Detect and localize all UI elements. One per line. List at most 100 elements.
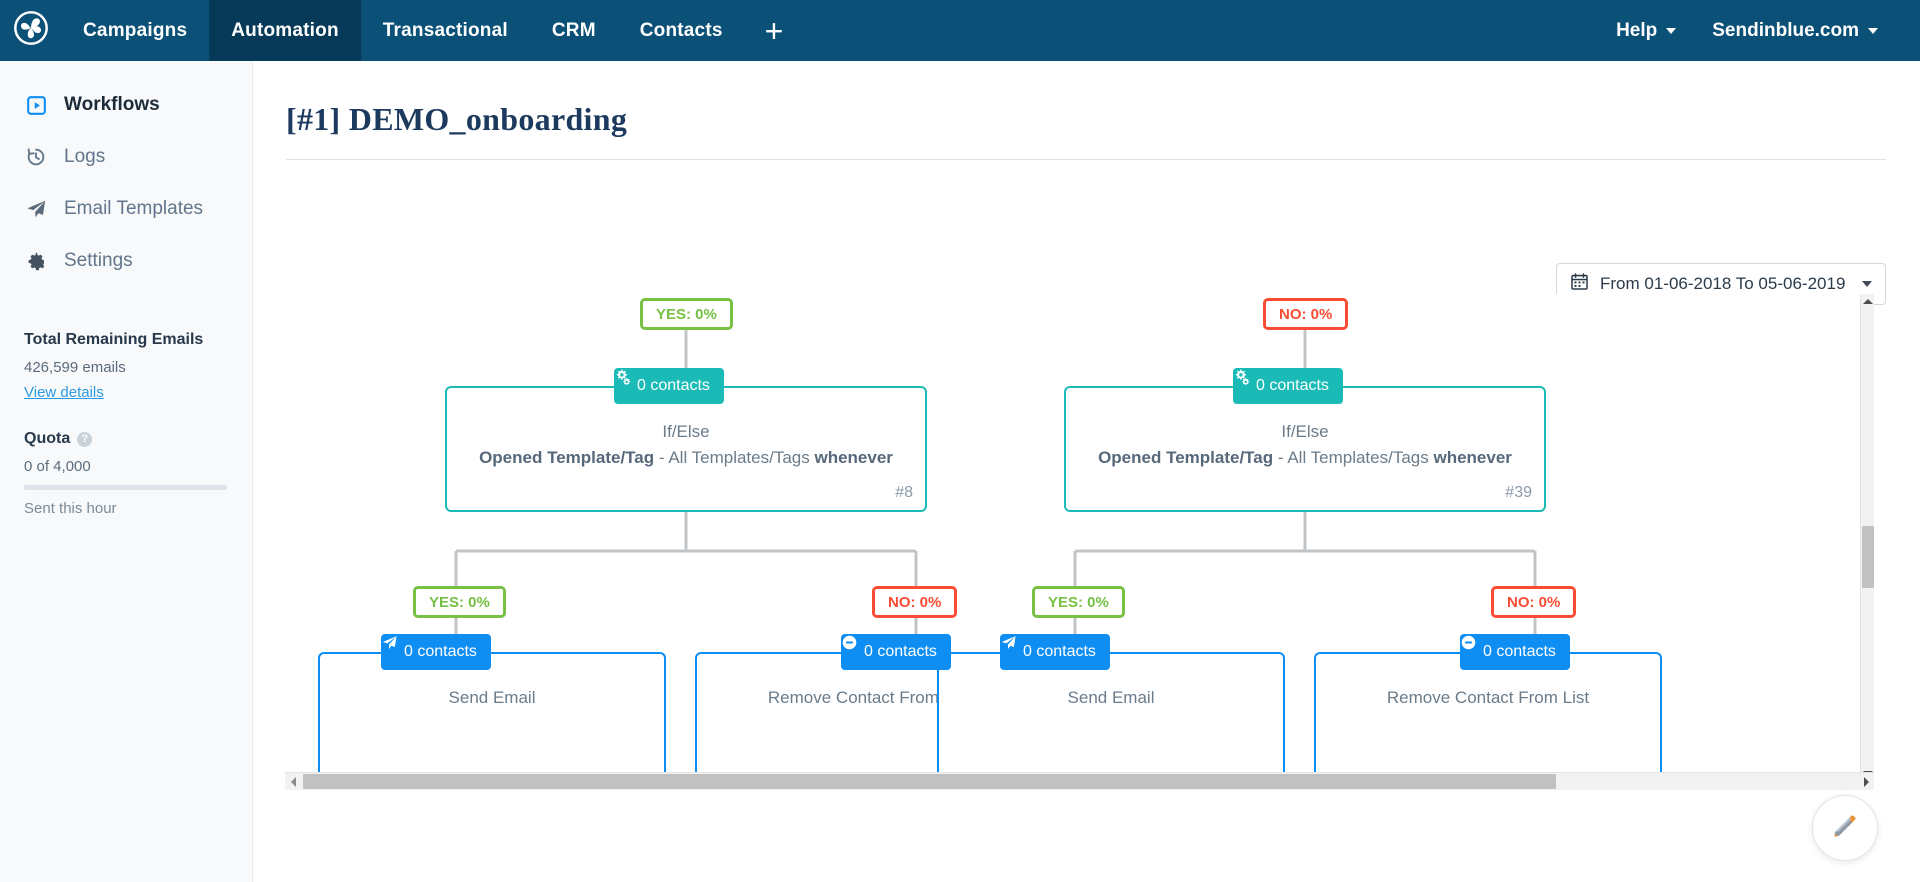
sidebar-item-label: Workflows	[64, 94, 160, 115]
sidebar-item-email-templates[interactable]: Email Templates	[0, 183, 252, 235]
caret-down-icon	[1862, 281, 1872, 287]
sendinblue-logo[interactable]	[0, 0, 61, 61]
contacts-count-label: 0 contacts	[864, 643, 937, 660]
help-menu[interactable]: Help	[1598, 0, 1694, 61]
node-contacts-chip[interactable]: 0 contacts	[1000, 634, 1110, 670]
node-desc-bold-1: Opened Template/Tag	[1098, 448, 1274, 467]
sidebar-item-label: Settings	[64, 250, 133, 271]
remaining-emails-value: 426,599 emails	[24, 359, 126, 376]
workflow-node-remove-contact[interactable]: Remove Contact From List	[1314, 652, 1662, 780]
vertical-scrollbar-thumb[interactable]	[1862, 526, 1874, 588]
workflow-node-ifelse[interactable]: If/Else Opened Template/Tag - All Templa…	[1064, 386, 1546, 512]
workflow-node-send-email[interactable]: Send Email	[937, 652, 1285, 780]
workflow-canvas-viewport[interactable]: YES: 0% If/Else Opened Template/Tag - Al…	[285, 294, 1874, 780]
question-mark-icon[interactable]: ?	[77, 431, 93, 447]
node-contacts-chip[interactable]: 0 contacts	[1233, 368, 1343, 404]
node-body: Remove Contact From List	[697, 654, 1041, 708]
node-type-label: Remove Contact From List	[767, 688, 971, 707]
gear-icon	[24, 249, 48, 273]
history-icon	[24, 145, 48, 169]
scroll-left-button[interactable]	[285, 773, 301, 790]
sidebar-item-label: Email Templates	[64, 198, 204, 219]
paper-plane-icon	[24, 197, 48, 221]
sidebar-divider-space	[0, 287, 252, 313]
contacts-count-label: 0 contacts	[404, 643, 477, 660]
title-divider	[286, 159, 1886, 160]
add-icon[interactable]: +	[764, 12, 784, 49]
quota-progress-bar	[24, 485, 227, 490]
quota-heading: Quota ?	[24, 430, 228, 448]
node-desc-bold-2: whenever	[1433, 448, 1512, 467]
contacts-count-label: 0 contacts	[1483, 643, 1556, 660]
branch-badge-no[interactable]: NO: 0%	[1491, 586, 1577, 618]
node-type-label: Send Email	[1067, 688, 1155, 707]
scroll-up-button[interactable]	[1861, 294, 1875, 308]
edit-workflow-fab[interactable]	[1812, 795, 1878, 861]
triangle-left-icon	[290, 776, 296, 787]
play-box-icon	[24, 93, 48, 117]
sidebar-item-logs[interactable]: Logs	[0, 131, 252, 183]
node-body: If/Else Opened Template/Tag - All Templa…	[447, 388, 925, 470]
node-description: Opened Template/Tag - All Templates/Tags…	[447, 447, 925, 470]
workflow-connectors	[454, 330, 1537, 652]
chevron-down-icon	[1868, 27, 1878, 34]
node-body: If/Else Opened Template/Tag - All Templa…	[1066, 388, 1544, 470]
nav-item-transactional[interactable]: Transactional	[382, 19, 508, 41]
horizontal-scrollbar-thumb[interactable]	[303, 774, 1556, 789]
node-contacts-chip[interactable]: 0 contacts	[614, 368, 724, 404]
contacts-count-label: 0 contacts	[1023, 643, 1096, 660]
contacts-count-label: 0 contacts	[1256, 377, 1329, 394]
node-description: Opened Template/Tag - All Templates/Tags…	[1066, 447, 1544, 470]
node-desc-mid: - All Templates/Tags	[654, 448, 815, 467]
branch-badge-no[interactable]: NO: 0%	[872, 586, 958, 618]
branch-badge-no[interactable]: NO: 0%	[1263, 298, 1349, 330]
triangle-right-icon	[1863, 776, 1869, 787]
node-id-label: #39	[1505, 484, 1532, 501]
workflow-node-ifelse[interactable]: If/Else Opened Template/Tag - All Templa…	[445, 386, 927, 512]
date-range-label: From 01-06-2018 To 05-06-2019	[1600, 274, 1846, 293]
node-body: Remove Contact From List	[1316, 654, 1660, 708]
node-contacts-chip[interactable]: 0 contacts	[1460, 634, 1570, 670]
sendinblue-logo-icon	[12, 9, 50, 52]
sidebar-item-settings[interactable]: Settings	[0, 235, 252, 287]
node-body: Send Email	[320, 654, 664, 708]
node-desc-bold-1: Opened Template/Tag	[479, 448, 655, 467]
node-type-label: If/Else	[1281, 422, 1329, 441]
branch-badge-yes[interactable]: YES: 0%	[640, 298, 733, 330]
remaining-emails-block: Total Remaining Emails 426,599 emails Vi…	[0, 331, 252, 402]
sidebar: Workflows Logs Email Templates Settings	[0, 61, 253, 882]
workflow-node-send-email[interactable]: Send Email	[318, 652, 666, 780]
branch-badge-yes[interactable]: YES: 0%	[1032, 586, 1125, 618]
node-contacts-chip[interactable]: 0 contacts	[381, 634, 491, 670]
workflow-canvas[interactable]: YES: 0% If/Else Opened Template/Tag - Al…	[285, 294, 1874, 780]
branch-badge-yes[interactable]: YES: 0%	[413, 586, 506, 618]
pencil-icon	[1831, 812, 1859, 845]
top-navigation-bar: Campaigns Automation Transactional CRM C…	[0, 0, 1920, 61]
quota-block: Quota ? 0 of 4,000 Sent this hour	[0, 430, 252, 517]
node-contacts-chip[interactable]: 0 contacts	[841, 634, 951, 670]
canvas-horizontal-scrollbar[interactable]	[285, 772, 1874, 790]
node-desc-bold-2: whenever	[814, 448, 893, 467]
chevron-down-icon	[1666, 27, 1677, 34]
quota-footer-label: Sent this hour	[24, 500, 117, 517]
node-id-label: #8	[895, 484, 913, 501]
help-label: Help	[1616, 19, 1658, 41]
nav-item-automation[interactable]: Automation	[209, 0, 361, 61]
nav-item-contacts[interactable]: Contacts	[639, 19, 723, 41]
nav-item-crm[interactable]: CRM	[551, 19, 596, 41]
quota-value: 0 of 4,000	[24, 458, 91, 475]
sidebar-item-label: Logs	[64, 146, 106, 167]
remaining-emails-heading: Total Remaining Emails	[24, 331, 204, 348]
sidebar-item-workflows[interactable]: Workflows	[0, 79, 252, 131]
account-menu[interactable]: Sendinblue.com	[1694, 0, 1896, 61]
triangle-up-icon	[1863, 298, 1873, 304]
top-nav-right-group: Help Sendinblue.com	[1598, 0, 1920, 61]
view-details-link[interactable]: View details	[24, 384, 104, 401]
page-title: [#1] DEMO_onboarding	[286, 101, 628, 137]
scroll-right-button[interactable]	[1858, 773, 1874, 790]
account-label: Sendinblue.com	[1712, 19, 1859, 41]
node-type-label: If/Else	[662, 422, 710, 441]
canvas-vertical-scrollbar[interactable]	[1860, 294, 1874, 780]
quota-heading-label: Quota	[24, 430, 71, 447]
nav-item-campaigns[interactable]: Campaigns	[83, 19, 188, 41]
